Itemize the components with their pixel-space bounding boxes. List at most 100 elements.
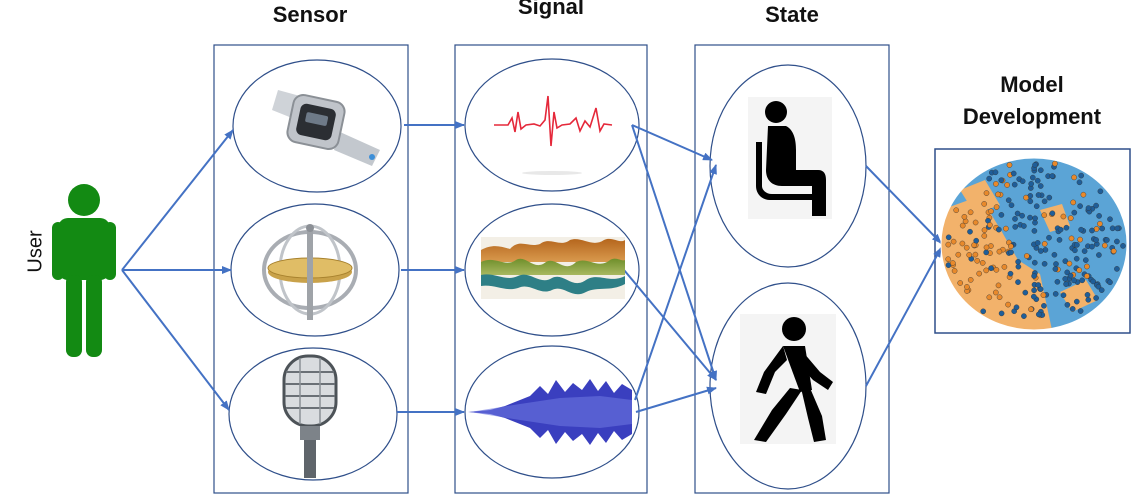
model-heading-line2: Development — [962, 104, 1102, 129]
scatter-dot — [1031, 287, 1037, 294]
scatter-dot — [1097, 220, 1103, 227]
sensor-heading: Sensor — [272, 2, 348, 27]
scatter-dot — [974, 257, 981, 264]
scatter-dot — [981, 227, 988, 233]
scatter-dot — [1046, 234, 1052, 241]
scatter-dot — [1114, 266, 1120, 272]
scatter-dot — [967, 209, 974, 216]
scatter-dot — [1008, 249, 1014, 256]
scatter-dot — [980, 308, 987, 315]
scatter-dot — [1084, 263, 1090, 270]
scatter-dot — [951, 268, 958, 274]
scatter-dot — [1033, 203, 1040, 209]
scatter-dot — [1035, 192, 1042, 198]
scatter-dot — [1076, 179, 1083, 186]
scatter-dot — [996, 294, 1003, 301]
scatter-dot — [1010, 170, 1017, 177]
scatter-dot — [1040, 292, 1047, 298]
scatter-dot — [959, 240, 966, 247]
scatter-dot — [967, 277, 974, 283]
scatter-dot — [1032, 215, 1038, 222]
scatter-dot — [1027, 214, 1033, 221]
scatter-dot — [993, 204, 1000, 210]
scatter-dot — [981, 233, 988, 239]
scatter-dot — [1074, 242, 1080, 248]
scatter-dot — [1041, 241, 1048, 247]
scatter-dot — [1021, 223, 1027, 229]
scatter-dot — [1036, 311, 1042, 318]
scatter-dot — [1041, 302, 1047, 309]
scatter-dot — [1079, 277, 1085, 284]
scatter-dot — [955, 251, 962, 258]
scatter-dot — [1015, 263, 1022, 270]
scatter-dot — [1030, 174, 1036, 181]
scatter-dot — [993, 266, 1000, 273]
scatter-dot — [996, 226, 1002, 233]
scatter-dot — [1089, 243, 1095, 250]
scatter-dot — [1032, 259, 1038, 266]
scatter-dot — [1008, 202, 1015, 208]
scatter-dot — [957, 280, 964, 286]
scatter-dot — [1085, 205, 1092, 211]
scatter-dot — [1056, 237, 1063, 243]
scatter-dot — [1032, 162, 1038, 168]
scatter-dot — [973, 237, 980, 244]
scatter-dot — [1004, 182, 1010, 188]
scatter-dot — [1038, 167, 1044, 173]
audio-waveform — [468, 379, 632, 445]
scatter-dot — [1057, 226, 1064, 233]
scatter-dot — [1031, 293, 1037, 300]
scatter-dot — [983, 249, 990, 256]
scatter-dot — [1099, 225, 1105, 232]
scatter-dot — [1054, 278, 1061, 285]
scatter-dot — [1084, 273, 1090, 279]
scatter-dot — [1034, 177, 1041, 184]
scatter-dot — [959, 222, 966, 229]
scatter-dot — [1073, 255, 1080, 262]
scatter-dot — [1085, 296, 1092, 303]
sitting-person-icon — [748, 97, 832, 219]
scatter-dot — [996, 248, 1003, 255]
scatter-dot — [1096, 213, 1102, 219]
signal-ellipse-ecg — [464, 58, 640, 192]
scatter-dot — [950, 238, 957, 245]
scatter-dot — [986, 175, 993, 182]
scatter-dot — [1028, 306, 1034, 313]
scatter-dot — [1060, 292, 1067, 299]
scatter-dot — [1064, 301, 1071, 308]
scatter-dot — [993, 181, 999, 187]
scatter-dot — [1041, 198, 1048, 205]
scatter-dot — [945, 234, 952, 241]
scatter-dot — [972, 251, 979, 258]
scatter-dot — [1046, 194, 1053, 201]
scatter-dot — [1114, 238, 1120, 245]
scatter-dot — [1072, 247, 1078, 254]
scatter-dot — [1001, 264, 1008, 270]
scatter-dot — [1068, 215, 1074, 221]
scatter-dot — [976, 270, 983, 277]
scatter-dot — [1060, 213, 1067, 220]
scatter-dot — [1028, 180, 1034, 187]
scatter-dot — [1071, 209, 1078, 216]
scatter-dot — [1023, 194, 1029, 201]
scatter-dot — [988, 208, 994, 214]
state-column-box — [694, 44, 890, 494]
scatter-dot — [1069, 306, 1076, 312]
scatter-dot — [1008, 243, 1014, 250]
scatter-dot — [1035, 282, 1042, 288]
scatter-dot — [1007, 270, 1014, 277]
scatter-dot — [1003, 225, 1009, 232]
scatter-dot — [1052, 160, 1058, 167]
scatter-dot — [1024, 253, 1030, 259]
scatter-dot — [1077, 308, 1084, 314]
scatter-dot — [963, 244, 970, 251]
scatter-dot — [981, 201, 988, 207]
scatter-dot — [1071, 277, 1077, 284]
scatter-dot — [998, 212, 1005, 218]
scatter-dot — [1034, 240, 1041, 246]
scatter-dot — [972, 219, 979, 226]
scatter-dot — [1041, 260, 1048, 267]
scatter-dot — [1052, 291, 1059, 297]
scatter-dot — [1015, 279, 1021, 285]
